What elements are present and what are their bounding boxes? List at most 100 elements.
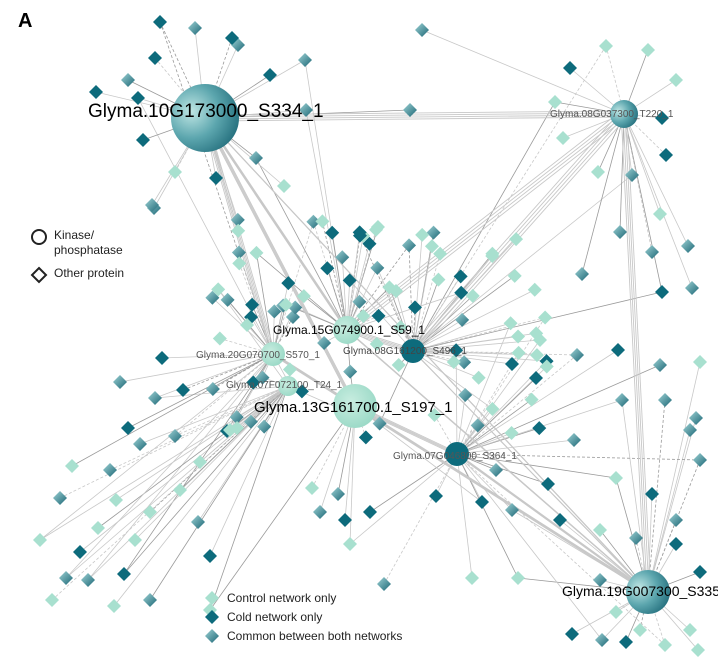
control-protein-node (431, 273, 445, 287)
control-protein-node (641, 43, 655, 57)
legend-cold-label: Cold network only (227, 610, 322, 624)
common-protein-node (168, 429, 182, 443)
hub-edge (414, 115, 625, 352)
control-protein-node (33, 533, 47, 547)
cold-diamond-icon (205, 610, 219, 624)
common-protein-node (298, 53, 312, 67)
cold-protein-node (263, 68, 277, 82)
hub-label: Glyma.20G070700_S570_1 (196, 350, 320, 361)
common-protein-node (103, 463, 117, 477)
cold-protein-node (89, 85, 103, 99)
control-protein-node (107, 599, 121, 613)
cold-protein-node (117, 567, 131, 581)
common-protein-node (249, 151, 263, 165)
network-edge (457, 350, 618, 454)
hub-label: Glyma.19G007300_S335 (562, 583, 718, 599)
cold-protein-node (325, 226, 339, 240)
control-protein-node (512, 346, 526, 360)
hub-edge (208, 121, 276, 357)
network-edge (457, 454, 602, 640)
cold-protein-node (619, 635, 633, 649)
cold-protein-node (338, 513, 352, 527)
network-edge (648, 430, 690, 592)
cold-protein-node (359, 430, 373, 444)
control-protein-node (485, 402, 499, 416)
common-protein-node (613, 225, 627, 239)
control-protein-node (91, 521, 105, 535)
legend-other: Other protein (30, 266, 134, 284)
hub-edge (412, 113, 623, 350)
network-edge (422, 30, 624, 114)
diamond-icon (30, 266, 48, 284)
control-protein-node (109, 493, 123, 507)
common-protein-node (693, 453, 707, 467)
common-protein-node (331, 487, 345, 501)
hub-label: Glyma.13G161700.1_S197_1 (254, 399, 452, 416)
common-protein-node (645, 245, 659, 259)
common-protein-node (615, 393, 629, 407)
control-protein-node (305, 481, 319, 495)
cold-protein-node (565, 627, 579, 641)
cold-protein-node (655, 285, 669, 299)
legend-kinase-label: Kinase/ phosphatase (54, 228, 134, 258)
network-edge (457, 454, 518, 578)
common-protein-node (683, 423, 697, 437)
common-protein-node (148, 391, 162, 405)
common-protein-node (681, 239, 695, 253)
control-protein-node (415, 228, 429, 242)
control-protein-node (693, 355, 707, 369)
control-protein-node (504, 316, 518, 330)
cold-protein-node (148, 51, 162, 65)
hub-edge (206, 119, 356, 407)
hub-edge (346, 113, 623, 329)
control-protein-node (283, 363, 297, 377)
hub-edge (623, 113, 647, 591)
common-protein-node (570, 348, 584, 362)
hub-edge (344, 111, 621, 327)
network-edge (377, 268, 413, 351)
control-protein-node (556, 131, 570, 145)
network-edge (114, 386, 288, 606)
hub-edge (416, 117, 627, 354)
common-protein-node (653, 358, 667, 372)
hub-label: Glyma.08G037300_T220_1 (550, 109, 674, 120)
control-protein-node (538, 311, 552, 325)
cold-protein-node (532, 421, 546, 435)
common-protein-node (575, 267, 589, 281)
common-protein-node (313, 505, 327, 519)
legend-control: Control network only (205, 588, 402, 607)
common-protein-node (191, 515, 205, 529)
cold-protein-node (320, 261, 334, 275)
legend-kinase: Kinase/ phosphatase (30, 228, 134, 258)
hub-edge (350, 117, 627, 333)
control-protein-node (548, 95, 562, 109)
common-protein-node (133, 437, 147, 451)
control-protein-node (669, 73, 683, 87)
cold-protein-node (121, 421, 135, 435)
hub-edge (625, 115, 649, 593)
control-protein-node (465, 571, 479, 585)
control-protein-node (65, 459, 79, 473)
legend-other-label: Other protein (54, 266, 124, 281)
legend-control-label: Control network only (227, 591, 336, 605)
control-protein-node (508, 269, 522, 283)
control-protein-node (633, 623, 647, 637)
common-protein-node (206, 382, 220, 396)
control-protein-node (472, 371, 486, 385)
network-edge (648, 418, 696, 592)
common-protein-node (53, 491, 67, 505)
common-protein-node (343, 365, 357, 379)
control-protein-node (525, 393, 539, 407)
circle-icon (30, 228, 48, 246)
common-protein-node (188, 21, 202, 35)
common-protein-node (415, 23, 429, 37)
common-protein-node (143, 593, 157, 607)
control-protein-node (691, 643, 705, 657)
network-edge (413, 175, 632, 351)
control-protein-node (277, 179, 291, 193)
cold-protein-node (136, 133, 150, 147)
common-protein-node (689, 411, 703, 425)
cold-protein-node (475, 495, 489, 509)
legend-common: Common between both networks (205, 626, 402, 645)
